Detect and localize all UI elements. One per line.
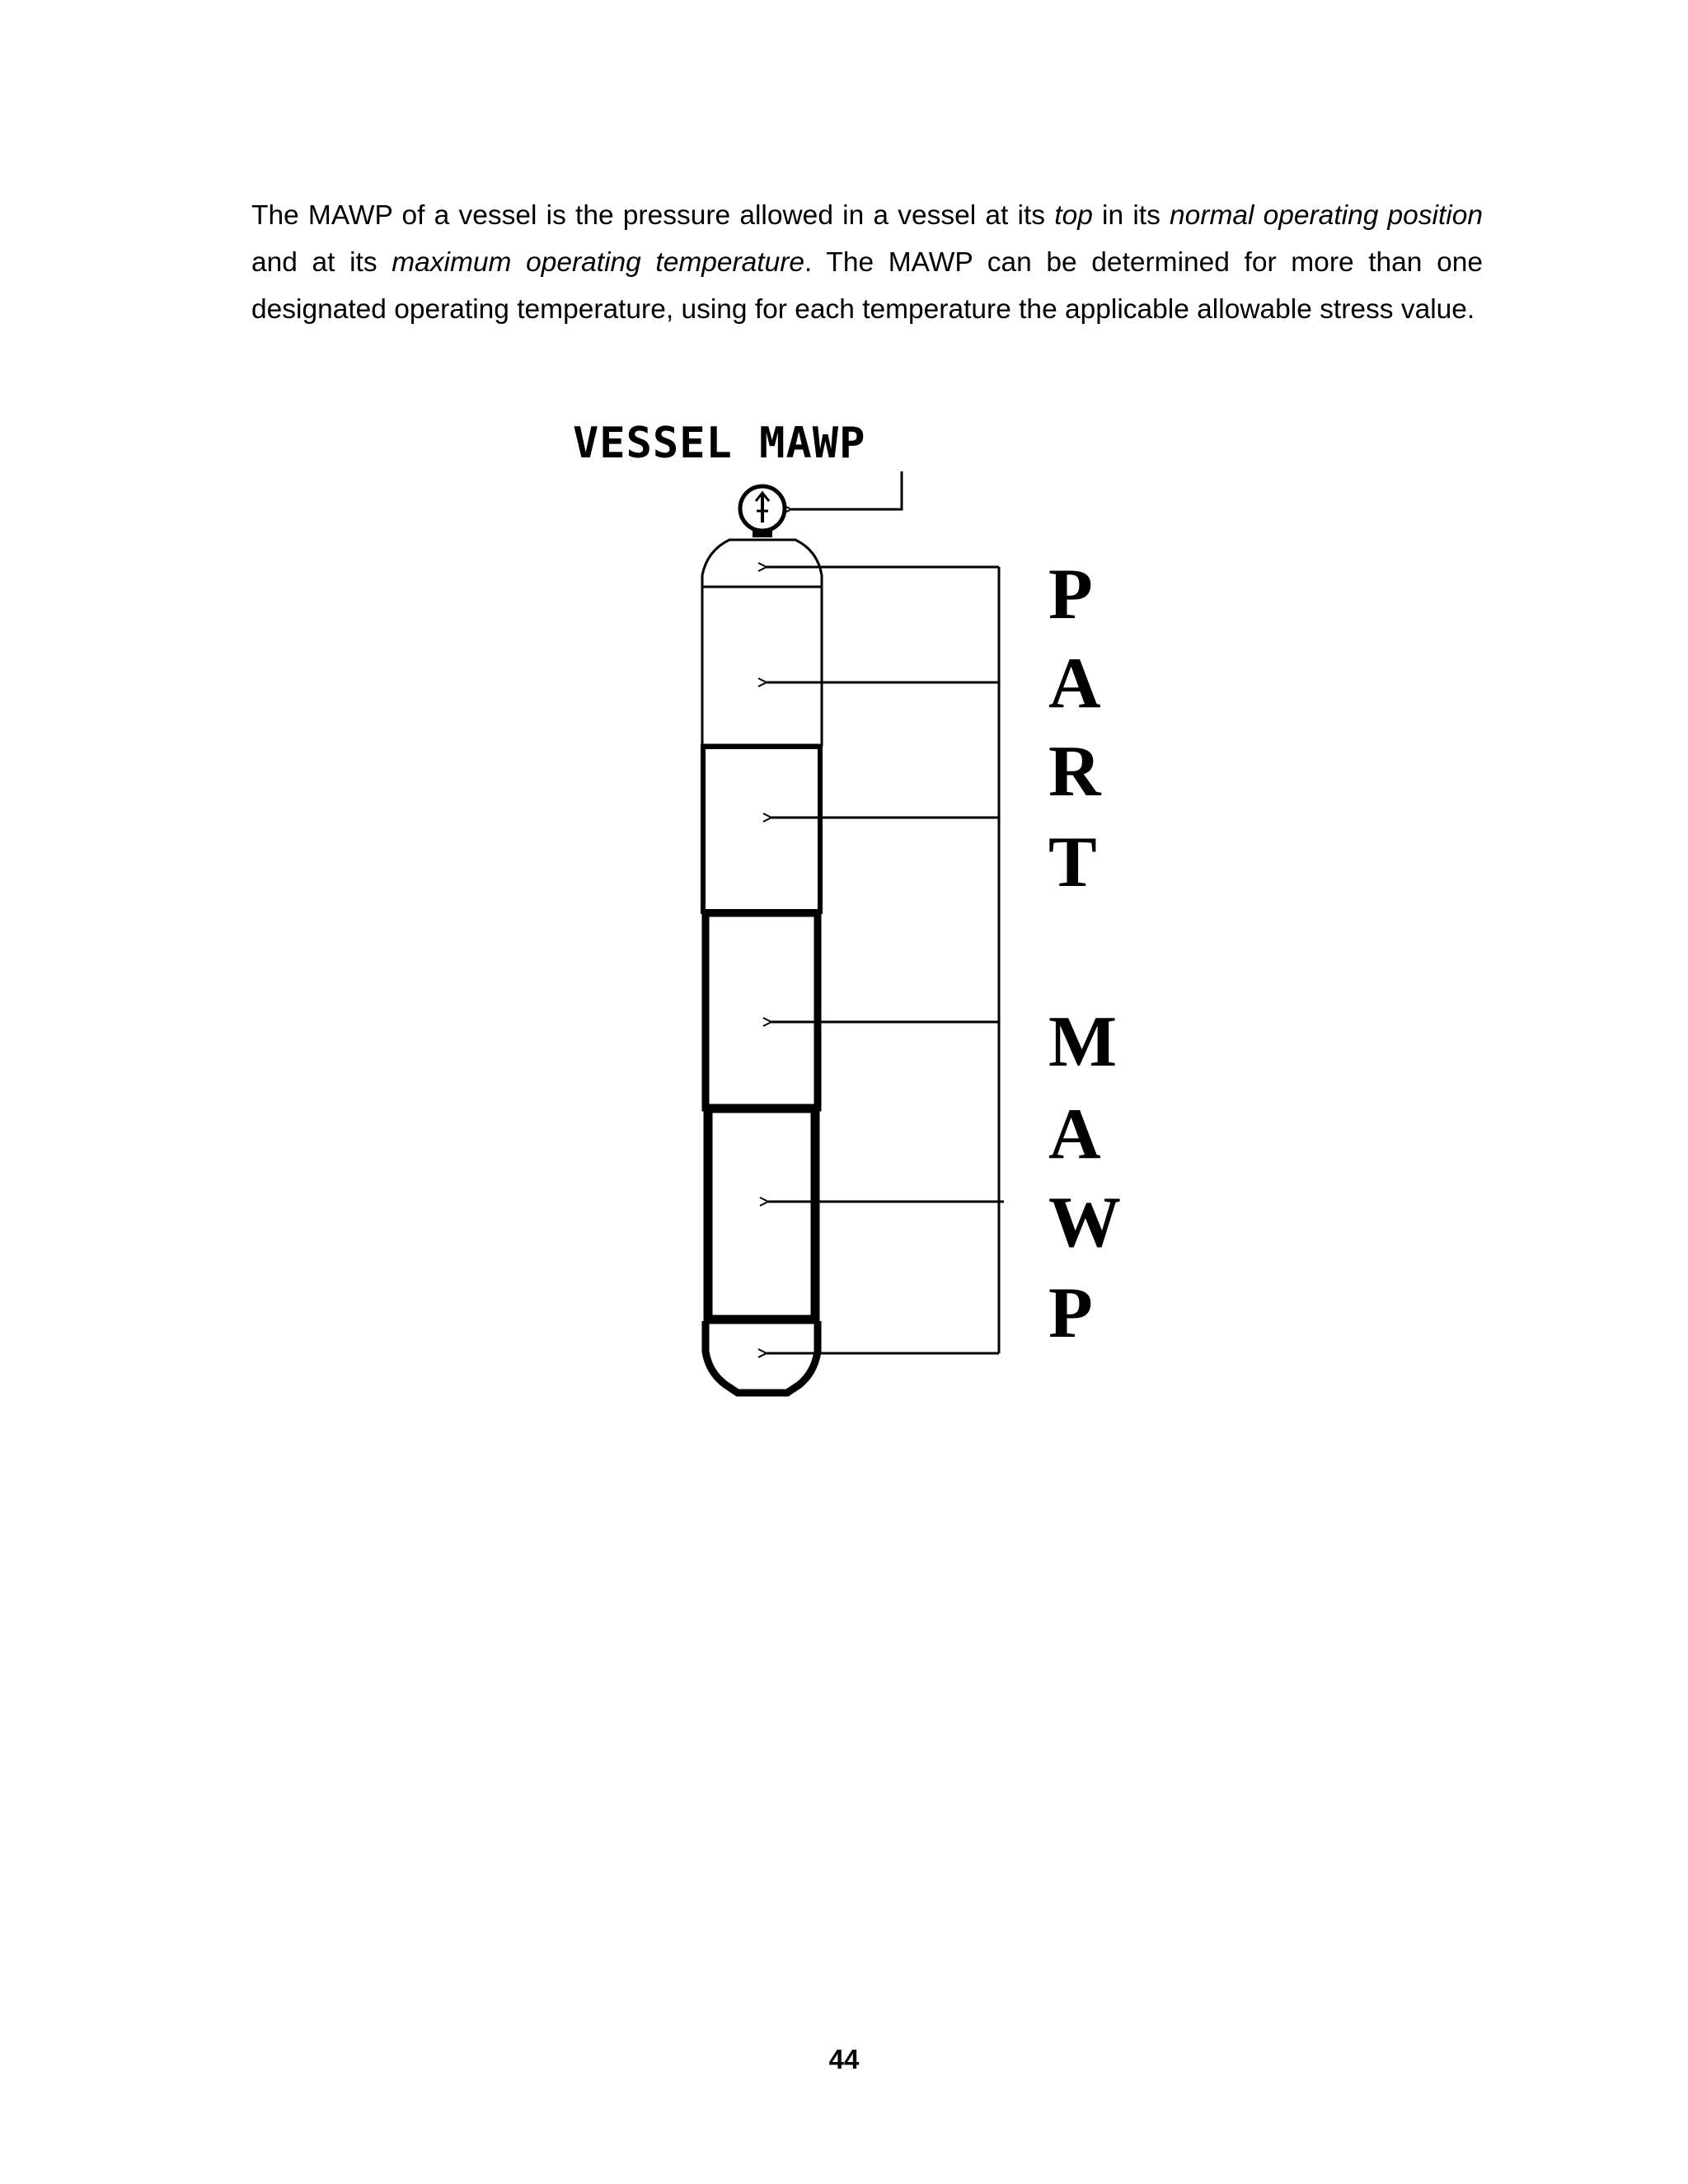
- paragraph-text: The MAWP of a vessel is the pressure all…: [251, 200, 1055, 231]
- gauge-leader-line: [791, 471, 903, 509]
- side-letter: P: [1048, 555, 1093, 635]
- body-paragraph: The MAWP of a vessel is the pressure all…: [251, 192, 1483, 333]
- side-letter: W: [1048, 1183, 1121, 1263]
- part-mawp-label: P A R T M A W P: [1048, 555, 1121, 1353]
- vessel-top-head: [701, 538, 823, 587]
- page-number: 44: [828, 2044, 860, 2074]
- paragraph-text: . The MAWP can be determined for more th…: [251, 247, 1483, 325]
- paragraph-emphasis-top: top: [1054, 200, 1093, 231]
- shell-course-2: [701, 744, 823, 914]
- vessel-bottom-head: [701, 1321, 822, 1397]
- side-letter: M: [1048, 1002, 1117, 1082]
- diagram-title: VESSEL MAWP: [573, 419, 865, 468]
- side-letter: P: [1048, 1273, 1093, 1353]
- vessel-mawp-diagram: VESSEL MAWP P: [573, 419, 1121, 1397]
- side-letter: A: [1048, 1094, 1101, 1174]
- side-letter: R: [1048, 732, 1102, 812]
- side-letter: T: [1048, 823, 1097, 902]
- paragraph-emphasis-position: normal operating position: [1170, 200, 1483, 231]
- shell-course-3: [701, 909, 822, 1112]
- paragraph-emphasis-temperature: maximum operating temperature: [392, 247, 805, 278]
- shell-course-1: [701, 585, 823, 747]
- paragraph-text: in its: [1092, 200, 1170, 231]
- paragraph-text: and at its: [251, 247, 392, 278]
- pressure-gauge-icon: [738, 484, 787, 537]
- side-letter: A: [1048, 644, 1101, 724]
- shell-course-4: [703, 1104, 820, 1324]
